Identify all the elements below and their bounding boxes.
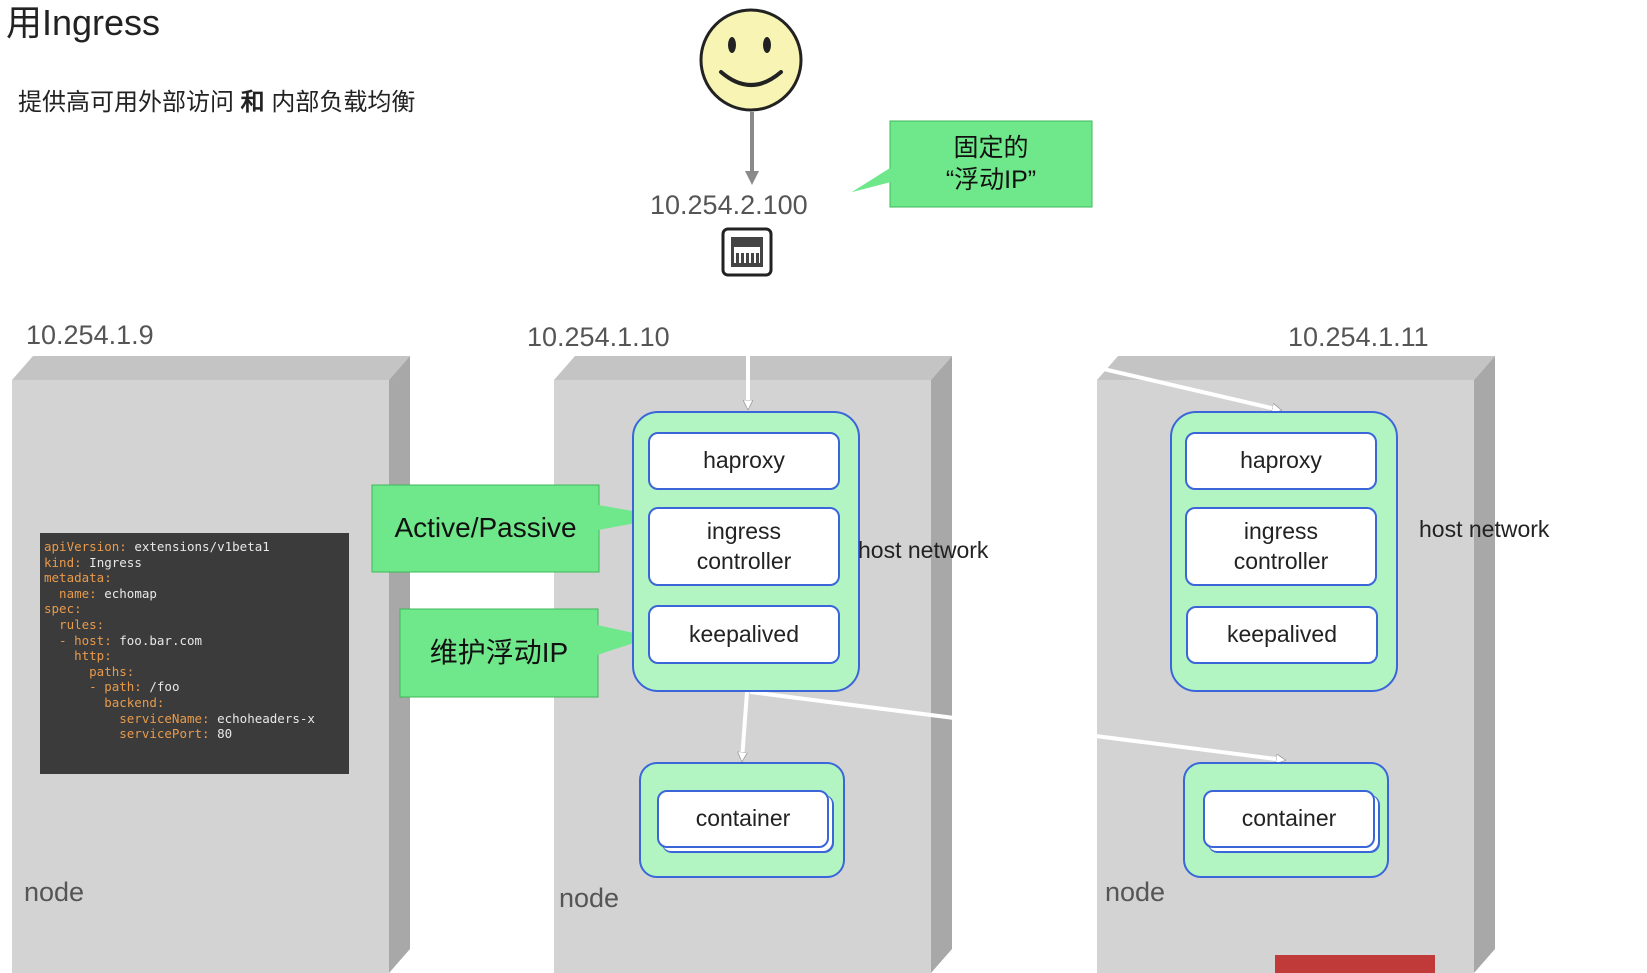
page-title: 用Ingress bbox=[6, 2, 161, 43]
yaml-value: extensions/v1beta1 bbox=[126, 539, 270, 554]
floating-ip-callout-text: 固定的 “浮动IP” bbox=[945, 133, 1037, 195]
user-smiley-icon bbox=[699, 8, 803, 112]
host-network-label-node2: host network bbox=[858, 537, 989, 563]
yaml-key: - host: bbox=[44, 632, 112, 648]
yaml-key: name: bbox=[44, 585, 97, 601]
yaml-key: metadata: bbox=[44, 570, 112, 586]
subtitle-bold: 和 bbox=[240, 89, 265, 116]
yaml-line: backend: bbox=[44, 695, 349, 711]
yaml-key: backend: bbox=[44, 694, 165, 710]
yaml-key: - path: bbox=[44, 679, 142, 695]
subtitle-part2: 内部负载均衡 bbox=[264, 89, 416, 116]
yaml-value: foo.bar.com bbox=[111, 632, 203, 648]
floating-ip-callout bbox=[852, 120, 1093, 208]
yaml-key: spec: bbox=[44, 601, 82, 617]
yaml-key: apiVersion: bbox=[44, 539, 127, 554]
keepalived-box-node3: keepalived bbox=[1186, 606, 1378, 664]
ingress-controller-box-node3: ingress controller bbox=[1185, 507, 1377, 586]
yaml-key: http: bbox=[44, 648, 112, 664]
yaml-line: kind: Ingress bbox=[44, 555, 349, 571]
yaml-key: kind: bbox=[44, 554, 82, 570]
yaml-value: /foo bbox=[141, 679, 180, 695]
node-ip-1: 10.254.1.9 bbox=[26, 320, 154, 350]
maintain-ip-label: 维护浮动IP bbox=[429, 636, 569, 668]
node-label-2: node bbox=[559, 883, 620, 913]
yaml-key: serviceName: bbox=[44, 710, 210, 726]
yaml-line: apiVersion: extensions/v1beta1 bbox=[44, 539, 349, 555]
yaml-line: - host: foo.bar.com bbox=[44, 633, 349, 649]
subtitle-part1: 提供高可用外部访问 bbox=[18, 89, 241, 116]
keepalived-box-node2: keepalived bbox=[648, 605, 840, 664]
haproxy-box-node3: haproxy bbox=[1185, 432, 1377, 490]
node-ip-2: 10.254.1.10 bbox=[527, 322, 670, 352]
floating-ip-address: 10.254.2.100 bbox=[650, 190, 808, 220]
yaml-line: rules: bbox=[44, 617, 349, 633]
yaml-line: metadata: bbox=[44, 570, 349, 586]
yaml-line: name: echomap bbox=[44, 586, 349, 602]
yaml-line: spec: bbox=[44, 601, 349, 617]
host-network-label-node3: host network bbox=[1419, 516, 1550, 542]
node-label-1: node bbox=[24, 877, 85, 907]
yaml-key: paths: bbox=[44, 663, 135, 679]
yaml-key: rules: bbox=[44, 616, 105, 632]
yaml-line: servicePort: 80 bbox=[44, 726, 349, 742]
yaml-key: servicePort: bbox=[44, 726, 210, 742]
yaml-value: Ingress bbox=[81, 554, 142, 570]
active-passive-label: Active/Passive bbox=[394, 512, 577, 544]
container-box-node2: container bbox=[657, 790, 829, 848]
yaml-value: echomap bbox=[96, 585, 157, 601]
network-port-icon bbox=[721, 227, 773, 277]
node-label-3: node bbox=[1105, 877, 1166, 907]
ingress-controller-box-node2: ingress controller bbox=[648, 507, 840, 586]
yaml-line: serviceName: echoheaders-x bbox=[44, 711, 349, 727]
yaml-value: echoheaders-x bbox=[209, 710, 315, 726]
floating-ip-arrows bbox=[748, 285, 1280, 410]
yaml-value: 80 bbox=[209, 726, 233, 742]
yaml-line: paths: bbox=[44, 664, 349, 680]
maintain-ip-callout bbox=[399, 608, 652, 698]
yaml-line: http: bbox=[44, 648, 349, 664]
active-passive-callout bbox=[371, 484, 668, 573]
yaml-line: - path: /foo bbox=[44, 679, 349, 695]
haproxy-box-node2: haproxy bbox=[648, 432, 840, 490]
decorative-red-shape bbox=[1275, 955, 1435, 973]
container-box-node3: container bbox=[1203, 790, 1375, 848]
node-ip-3: 10.254.1.11 bbox=[1288, 322, 1429, 352]
page-subtitle: 提供高可用外部访问 和 内部负载均衡 bbox=[18, 82, 415, 117]
service-arrows bbox=[742, 690, 1284, 760]
